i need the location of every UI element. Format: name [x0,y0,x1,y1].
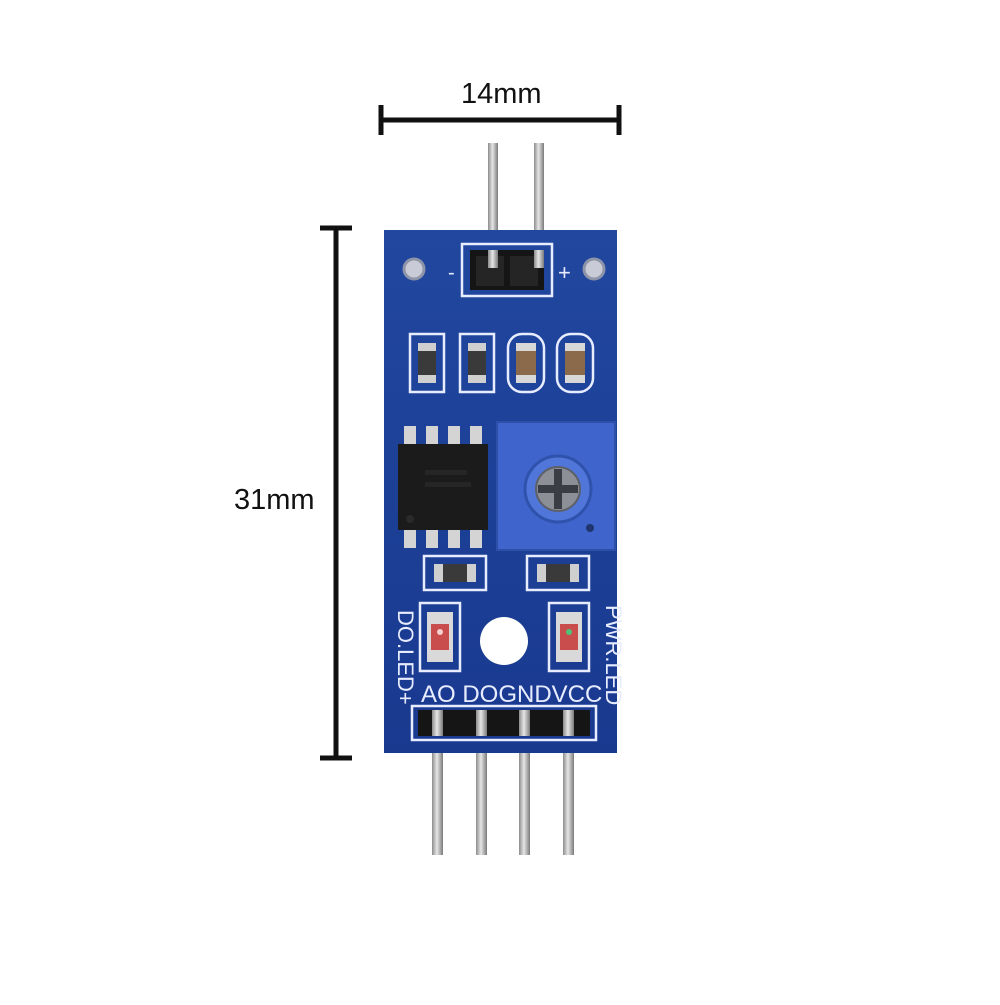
mounting-hole-left [402,257,426,281]
bottom-header-pins [432,730,574,855]
smd-resistor-1 [408,332,446,394]
smd-resistor-2 [458,332,496,394]
smd-capacitor-1 [506,332,546,394]
do-led-label: DO.LED+ [393,610,418,705]
minus-label: - [448,262,455,284]
bottom-header-block [410,704,598,742]
smd-capacitor-2 [555,332,595,394]
smd-resistor-3 [422,554,488,592]
smd-resistor-4 [525,554,591,592]
potentiometer [496,421,616,551]
width-dimension-label: 14mm [461,78,542,110]
comparator-ic-chip [398,426,488,548]
center-mounting-hole [480,617,528,665]
do-led [418,601,462,673]
height-dimension-label: 31mm [234,484,315,516]
top-header-pins [488,143,544,273]
pin-labels: AO DOGNDVCC [421,681,602,708]
top-header-block [460,242,554,298]
pwr-led-label: PWR.LED [601,605,626,705]
width-dimension-bar [378,105,622,135]
plus-label: + [558,260,571,285]
mounting-hole-right [582,257,606,281]
height-dimension-bar [320,225,352,761]
pwr-led [547,601,591,673]
